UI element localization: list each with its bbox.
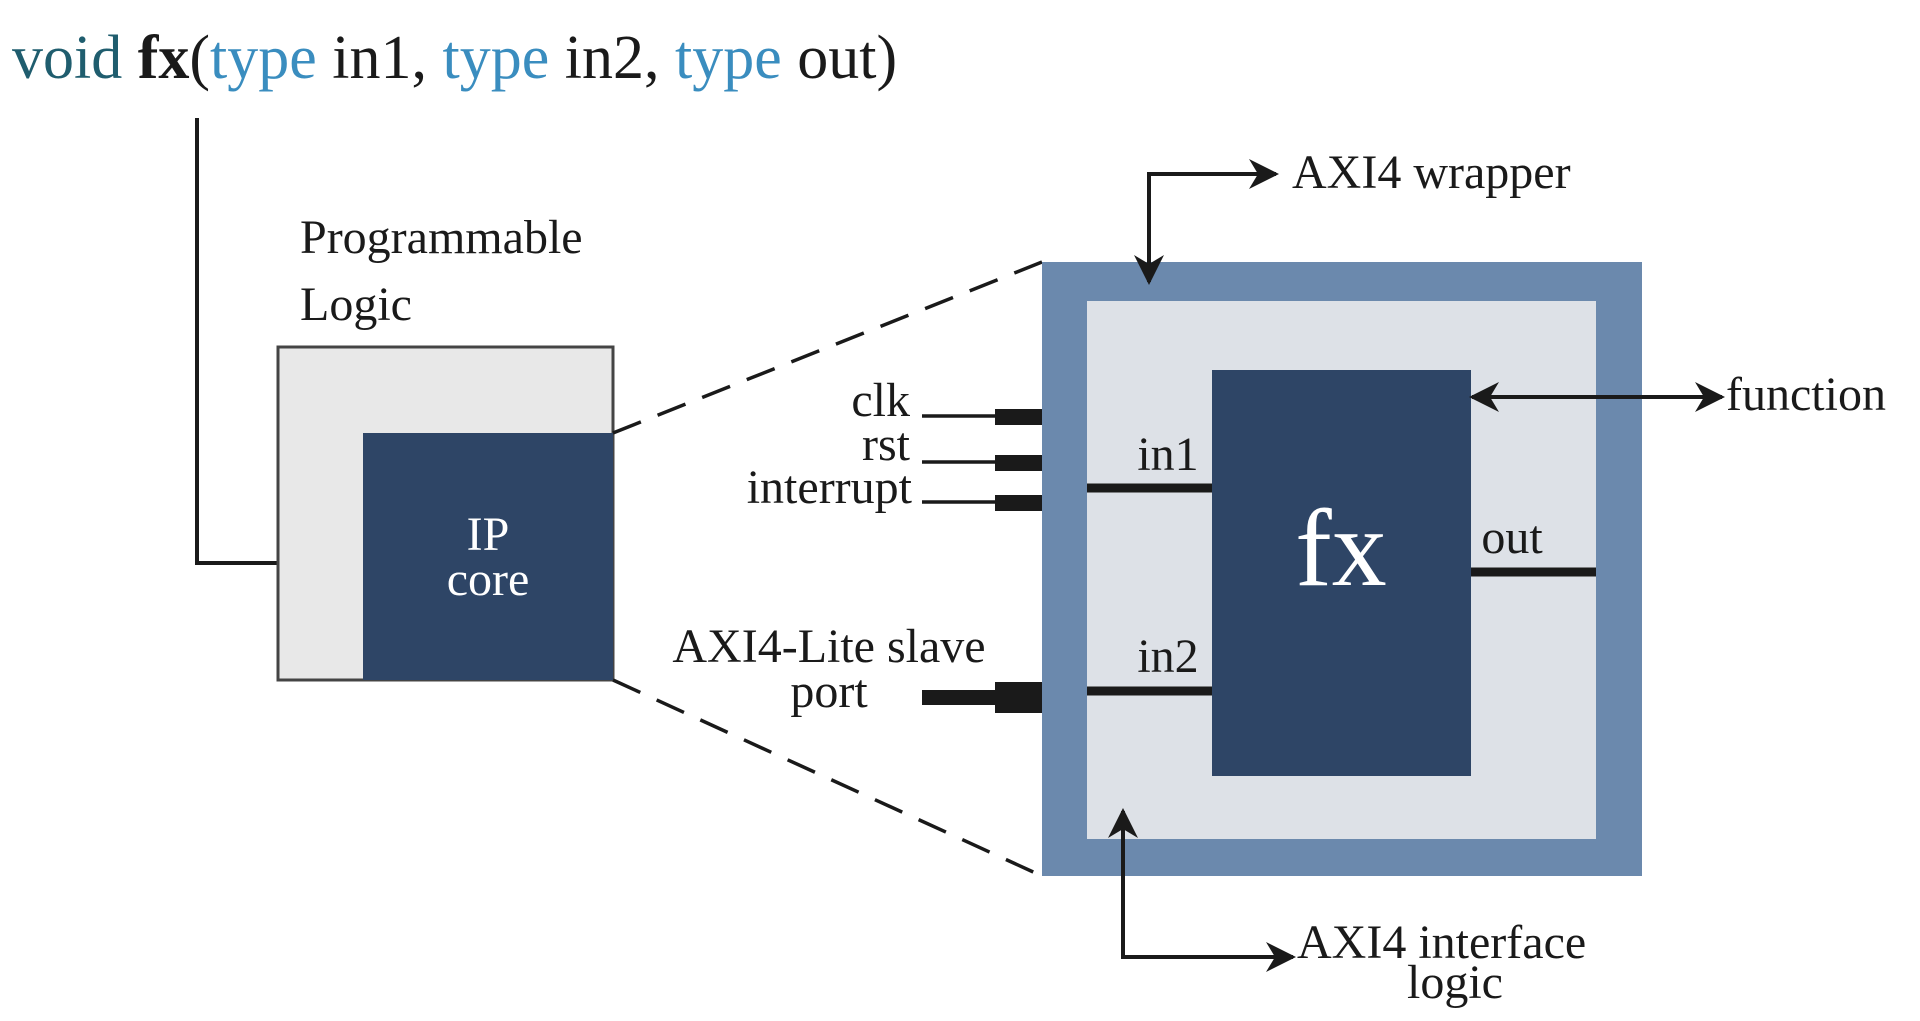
zoom-line-bottom [612, 678, 1043, 878]
param-name-2: in2 [565, 24, 644, 92]
axi4-interface-logic-arrow [1108, 808, 1296, 972]
port-label-interrupt: interrupt [747, 461, 913, 514]
function-label: function [1726, 368, 1886, 421]
function-name: fx [138, 24, 190, 92]
port-connector-rst [995, 455, 1042, 471]
axi4-wrapper-label: AXI4 wrapper [1292, 146, 1571, 199]
slave-port-wire [922, 690, 1002, 705]
ip-core-block [363, 433, 613, 680]
open-paren: ( [189, 24, 210, 92]
programmable-logic-label-line1: Programmable [300, 211, 583, 264]
fx-in2-label: in2 [1137, 630, 1198, 683]
ip-core-label-line2: core [447, 553, 530, 606]
slave-port-label-line1: AXI4-Lite slave [672, 620, 985, 673]
param-type-1: type [210, 24, 317, 92]
param-name-3: out [797, 24, 876, 92]
param-type-2: type [443, 24, 550, 92]
fx-out-label: out [1481, 511, 1543, 564]
port-label-clk: clk [851, 374, 910, 427]
axi4-interface-logic-label-line1: AXI4 interface [1297, 916, 1586, 969]
param-name-1: in1 [332, 24, 411, 92]
fx-function-block [1212, 370, 1471, 776]
param-type-3: type [675, 24, 782, 92]
ip-core-label-line1: IP [467, 508, 510, 561]
port-connector-interrupt [995, 495, 1042, 511]
axi4-interface-logic-label-line2: logic [1407, 956, 1503, 1009]
zoom-line-top [612, 260, 1043, 435]
programmable-logic-label-line2: Logic [300, 278, 412, 331]
slave-port-label-line2: port [790, 665, 868, 718]
close-paren: ) [877, 24, 898, 92]
fx-in1-label: in1 [1137, 428, 1198, 481]
port-connector-clk [995, 409, 1042, 425]
fx-function-label: fx [1295, 487, 1387, 609]
comma-1: , [412, 24, 428, 92]
return-type-keyword: void [12, 24, 122, 92]
function-signature: void fx(type in1, type in2, type out) [12, 24, 897, 92]
port-label-rst: rst [862, 418, 911, 471]
comma-2: , [644, 24, 660, 92]
slave-port-connector [995, 682, 1042, 713]
axi4-wrapper-arrow [1134, 159, 1279, 285]
